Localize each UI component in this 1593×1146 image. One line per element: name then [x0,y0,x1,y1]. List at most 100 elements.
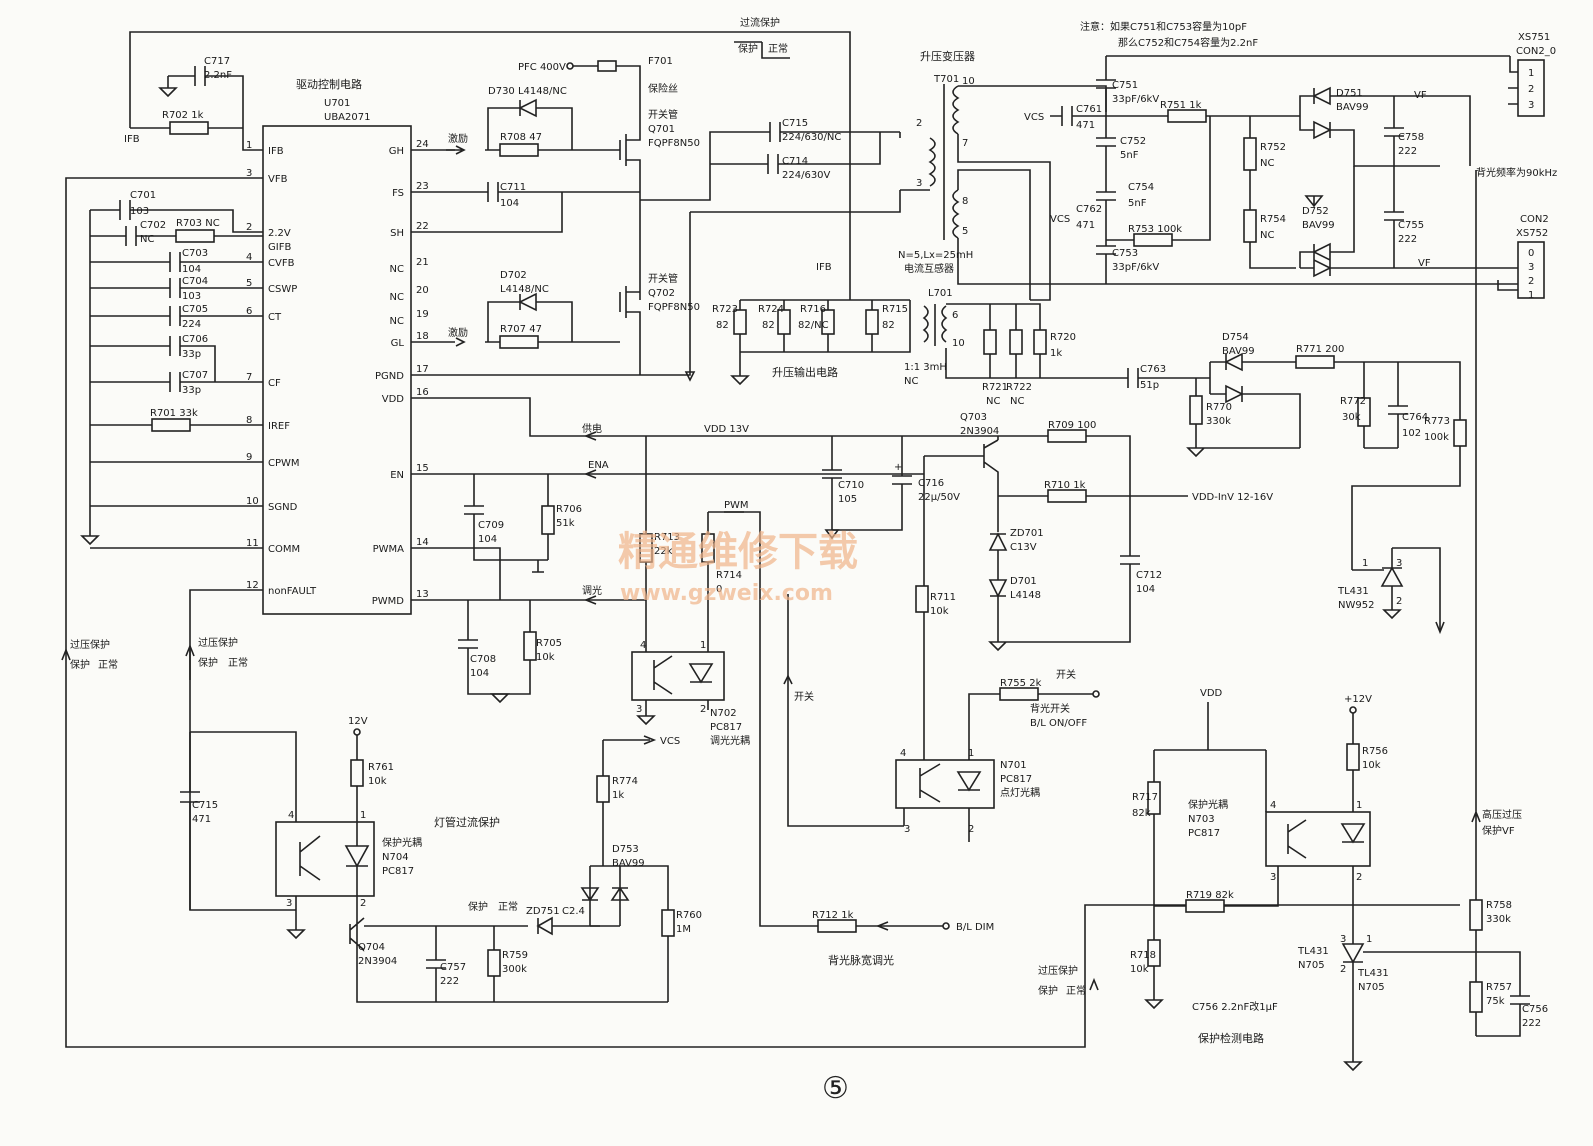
zd701-d701-c712 [988,496,1140,652]
c758-label: C758 [1398,132,1424,143]
v12a-node [353,728,361,736]
drive1-arrow [446,145,466,155]
r724-label: R724 [758,304,784,315]
c758 [1384,96,1404,166]
ic-left-pin-name: COMM [268,544,300,555]
pgnd-wire [411,212,696,382]
prot-switch-top [734,41,790,59]
tl431-p2: 2 [1396,596,1402,607]
v12b-node [1349,706,1357,714]
r761-val: 10k [368,776,387,787]
ct-note1: N=5,Lx=25mH [898,250,973,261]
c756-note: C756 2.2nF改1μF [1192,1000,1278,1013]
r724-val: 82 [762,320,775,331]
n703-opto [1265,811,1371,867]
ic-ref: U701 [324,98,350,109]
r709 [1047,429,1087,443]
xs752-label: XS752 [1516,228,1548,239]
ovp-r-label: 过压保护 [1038,964,1078,977]
bl-dim-terminal[interactable] [942,922,950,930]
d754-label: D754 [1222,332,1249,343]
r721-val: NC [986,396,1000,407]
arrow-up-left [61,647,71,661]
r751-label: R751 1k [1160,100,1202,111]
c711-label: C711 [500,182,526,193]
c702-val: NC [140,234,154,245]
ic-right-pin-name: PGND [375,371,404,382]
t701-p10: 10 [962,76,975,87]
ic-left-pin-name: 2.2V [268,228,291,239]
n704-part: PC817 [382,866,414,877]
c758-val: 222 [1398,146,1417,157]
ic-left-pin-number: 1 [246,140,252,151]
ic-right-pin-name: SH [390,228,404,239]
r712 [817,919,857,933]
r722 [1009,329,1023,355]
sw-arrow [783,674,793,685]
n703-part: PC817 [1188,828,1220,839]
prot-top-label: 保护 [738,42,758,55]
vdd-rail [411,397,998,437]
r758 [1469,899,1483,931]
ic-left-pin-name: CF [268,378,281,389]
ic-left-pin-name: CVFB [268,258,295,269]
svg-text:C703: C703 [182,248,208,259]
l701-nc: NC [904,376,918,387]
r707 [499,335,539,349]
ocp-top-label: 过流保护 [740,16,780,29]
tl431-p3: 3 [1396,558,1402,569]
q702 [619,286,641,375]
xs752-connector[interactable] [1517,241,1545,299]
c757 [426,926,446,1002]
r723-label: R723 [712,304,738,315]
ic-pins: IFB1VFB32.2V2GIFBCVFB4CSWP5CT6CF7IREF8CP… [246,139,429,607]
vdd13-label: VDD 13V [704,424,749,435]
c763-val: 51p [1140,380,1159,391]
r770-val: 330k [1206,416,1231,427]
l701-p6: 6 [952,310,958,321]
ena-arrow [583,469,597,479]
bl-onoff-terminal[interactable] [1092,690,1100,698]
q701 [619,128,641,300]
n702-p3: 3 [636,704,642,715]
ifb-mid-label: IFB [816,262,832,273]
r703-label: R703 NC [176,218,220,229]
r755-label: R755 2k [1000,678,1042,689]
n702-p1: 1 [700,640,706,651]
r717-label: R717 [1132,792,1158,803]
c756-label: C756 [1522,1004,1548,1015]
norm-r-label: 正常 [1066,984,1086,997]
n705-p1: 1 [1366,934,1372,945]
ic-right-pin-name: EN [390,470,404,481]
r761-label: R761 [368,762,394,773]
c712-label: C712 [1136,570,1162,581]
zd701-label: ZD701 [1010,528,1044,539]
d751-val: BAV99 [1336,102,1369,113]
r716-label: R716 [800,304,826,315]
pwm-wire [724,511,818,927]
r722-val: NC [1010,396,1024,407]
c764-val: 102 [1402,428,1421,439]
n704-desc: 保护光耦 [382,836,422,849]
q703-part: 2N3904 [960,426,999,437]
r759-label: R759 [502,950,528,961]
ic-left-pin-name: GIFB [268,242,291,253]
v12a-label: 12V [348,716,368,727]
zd701-val: C13V [1010,542,1037,553]
t701-p7: 7 [962,138,968,149]
l701-secondary-wires [945,303,1080,379]
norm-q-label: 正常 [498,900,518,913]
ic-left-pin-name: SGND [268,502,298,513]
ic-left-pin-name: nonFAULT [268,586,317,597]
r720-val: 1k [1050,348,1062,359]
r757-val: 75k [1486,996,1505,1007]
c716-plus: + [894,462,902,473]
r760 [661,909,675,937]
gnd-r718 [1144,999,1164,1010]
r713-label: R713 [654,532,680,543]
pfc-wire [570,65,641,128]
q703 [923,436,999,586]
q701-desc: 开关管 [648,108,678,121]
